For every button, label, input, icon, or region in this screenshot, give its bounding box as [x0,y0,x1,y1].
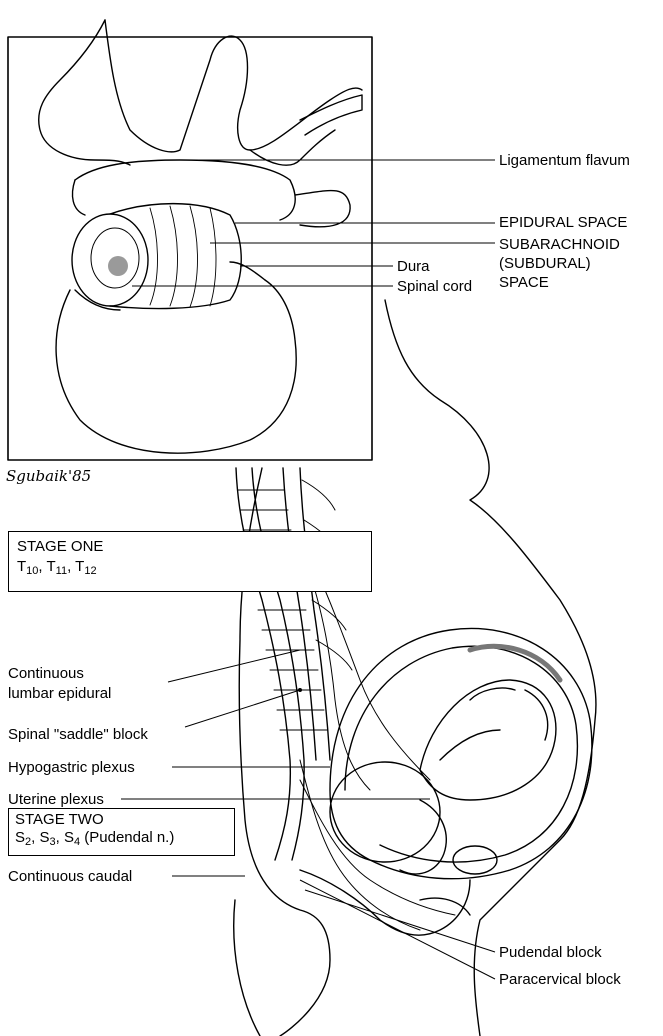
pelvic-floor [300,870,470,935]
vertebral-body [56,280,296,453]
label-ligamentum-flavum: Ligamentum flavum [499,152,630,169]
stage-one-segments: T10, T11, T12 [17,558,363,580]
bladder [453,846,497,874]
segment: S2, [15,829,39,846]
label-subarachnoid-3: SPACE [499,274,549,291]
segment: T11, [47,558,76,575]
label-hypogastric-plexus: Hypogastric plexus [8,759,135,776]
vertebra-illustration [39,20,362,453]
label-epidural-space: EPIDURAL SPACE [499,214,627,231]
leader-continuous-lumbar [168,650,300,682]
label-subarachnoid-2: (SUBDURAL) [499,255,591,272]
label-continuous-caudal: Continuous caudal [8,868,132,885]
segment: T12 [75,558,96,575]
stage-one-title: STAGE ONE [17,538,363,556]
stage-two-title: STAGE TWO [15,811,228,829]
stage-two-segments: S2, S3, S4 (Pudendal n.) [15,829,228,851]
inset-frame [8,37,372,460]
label-uterine-plexus: Uterine plexus [8,791,104,808]
label-spinal-cord: Spinal cord [397,278,472,295]
uterus [330,628,592,878]
stage-one-box: STAGE ONE T10, T11, T12 [8,531,372,592]
stage-two-box: STAGE TWO S2, S3, S4 (Pudendal n.) [8,808,235,856]
segment: S3, [39,829,63,846]
nerve-paths [300,560,455,930]
label-spinal-saddle-block: Spinal "saddle" block [8,726,148,743]
label-dura: Dura [397,258,430,275]
segment: S4 (Pudendal n.) [64,829,174,846]
label-continuous-lumbar-1: Continuous [8,665,84,682]
grey-matter [108,256,128,276]
vertebrae-ticks [238,480,352,730]
artist-signature: Sgubaik'85 [6,467,91,485]
label-continuous-lumbar-2: lumbar epidural [8,685,111,702]
label-subarachnoid-1: SUBARACHNOID [499,236,620,253]
label-pudendal-block: Pudendal block [499,944,602,961]
segment: T10, [17,558,47,575]
label-paracervical-block: Paracervical block [499,971,621,988]
leader-spinal-saddle [185,690,300,727]
